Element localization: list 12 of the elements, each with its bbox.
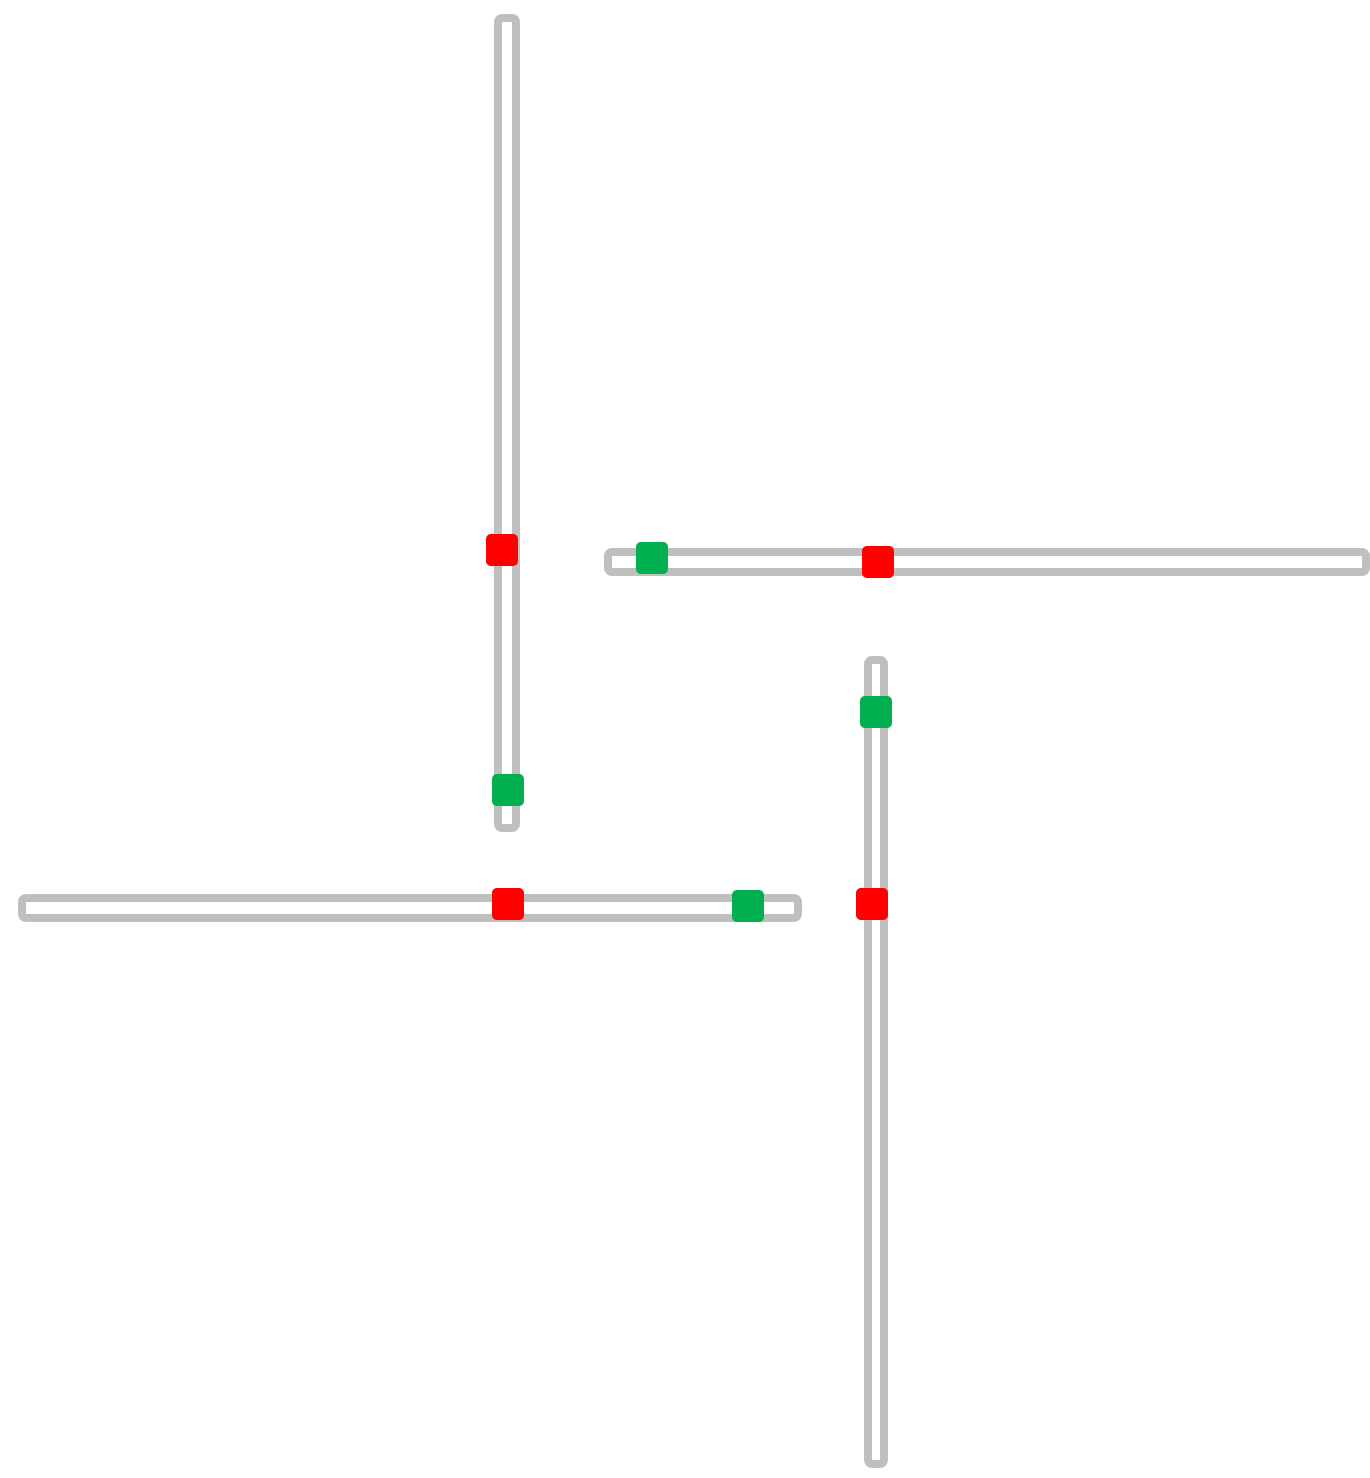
bar	[864, 656, 888, 1468]
square-marker	[862, 546, 894, 578]
square-marker	[860, 696, 892, 728]
bar	[18, 894, 802, 922]
square-marker	[486, 534, 518, 566]
square-marker	[492, 774, 524, 806]
square-marker	[732, 890, 764, 922]
bar	[494, 14, 520, 832]
square-marker	[856, 888, 888, 920]
square-marker	[636, 542, 668, 574]
square-marker	[492, 888, 524, 920]
bar	[604, 548, 1370, 576]
